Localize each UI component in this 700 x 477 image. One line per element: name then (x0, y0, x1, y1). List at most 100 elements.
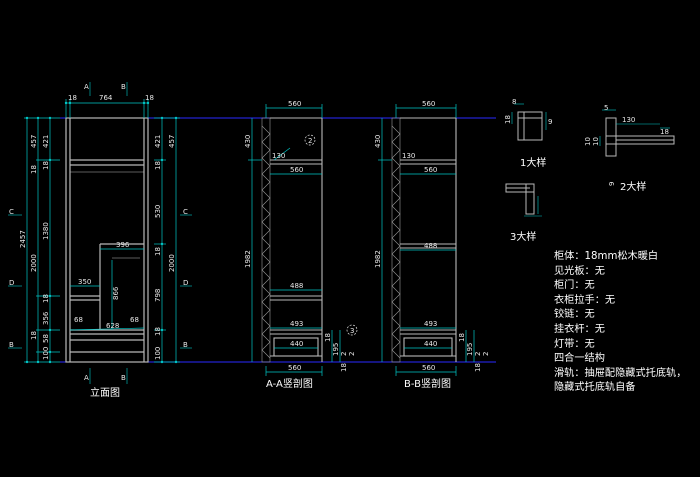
section-a-right-195: 195 (332, 343, 340, 356)
elev-inner-dim-68-right: 68 (130, 316, 139, 324)
elev-right-dim-798: 798 (154, 289, 162, 302)
elev-right-dim-2000: 2000 (168, 254, 176, 272)
section-a-bottom-dim: 560 (288, 364, 301, 372)
elev-left-dim-18a: 18 (42, 161, 50, 170)
section-a-top-dim: 560 (288, 100, 301, 108)
elev-left-dim-2457: 2457 (19, 230, 27, 248)
elev-right-dim-100: 100 (154, 347, 162, 360)
elevation-caption: 立面图 (90, 386, 120, 399)
elev-right-dim-18c: 18 (154, 327, 162, 336)
section-b-view: 560 130 560 488 493 440 560 430 1982 18 … (374, 100, 490, 390)
detail-1: 8 9 18 1大样 (504, 98, 552, 169)
section-a-dim-488: 488 (290, 282, 303, 290)
section-a-right-2b: 2 (348, 352, 356, 356)
elev-inner-dim-628: 628 (106, 322, 119, 330)
detail2-dim-5: 5 (604, 104, 608, 112)
section-b-caption: B-B竖剖图 (404, 377, 451, 390)
axis-mark-bottom-left: A (84, 374, 89, 382)
note-hinge: 铰链：无 (554, 309, 595, 321)
axis-mark-right-c: C (183, 208, 188, 216)
section-b-top-dim: 560 (422, 100, 435, 108)
elev-left-dim-421: 421 (42, 135, 50, 148)
elev-right-dim-18a: 18 (154, 161, 162, 170)
detail2-caption: 2大样 (620, 180, 646, 193)
detail1-dim-9: 9 (548, 118, 552, 126)
section-a-right-2a: 2 (340, 352, 348, 356)
section-a-callout-2: 2 (308, 137, 312, 145)
elev-top-dim-right: 18 (145, 94, 154, 102)
elevation-view: A B A B C D B C D B 18 764 18 396 350 62… (8, 82, 192, 399)
elev-right-dim-421: 421 (154, 135, 162, 148)
section-b-dim-130: 130 (402, 152, 415, 160)
axis-mark-left-d: D (9, 279, 14, 287)
detail2-dim-10b: 10 (592, 137, 600, 146)
elev-right-dim-18b: 18 (154, 247, 162, 256)
elev-left-dim-2000: 2000 (30, 254, 38, 272)
section-b-dim-560: 560 (424, 166, 437, 174)
note-light-strip: 灯带：无 (554, 338, 595, 350)
elev-left-dim-18c: 18 (30, 331, 38, 340)
note-slide-rail-cont: 隐藏式托底轨自备 (554, 382, 636, 394)
elev-left-dim-457: 457 (30, 135, 38, 148)
axis-mark-top-left: A (84, 83, 89, 91)
axis-mark-left-c: C (9, 208, 14, 216)
section-b-dim-488: 488 (424, 242, 437, 250)
section-b-right-195: 195 (466, 343, 474, 356)
axis-mark-left-b: B (9, 341, 14, 349)
detail-3: 3大样 (505, 183, 542, 243)
section-a-dim-493: 493 (290, 320, 303, 328)
section-b-right-2a: 2 (474, 352, 482, 356)
section-a-view: 560 130 560 488 493 440 560 2 3 430 1982… (244, 100, 358, 390)
elev-left-dim-356: 356 (42, 311, 50, 325)
section-a-left-dim-1982: 1982 (244, 250, 252, 268)
elev-right-dim-530: 530 (154, 205, 162, 218)
axis-mark-bottom-right: B (121, 374, 126, 382)
elev-left-dim-18d: 18 (30, 165, 38, 174)
elev-left-dim-1380: 1380 (42, 222, 50, 240)
elev-left-dim-18b: 18 (42, 294, 50, 303)
elev-inner-dim-68-left: 68 (74, 316, 83, 324)
detail3-caption: 3大样 (510, 230, 536, 243)
section-a-left-dim-430: 430 (244, 135, 252, 148)
elev-inner-dim-866: 866 (112, 286, 120, 300)
section-b-right-2b: 2 (482, 352, 490, 356)
detail2-dim-130: 130 (622, 116, 635, 124)
elev-top-dim-left: 18 (68, 94, 77, 102)
section-b-dim-440: 440 (424, 340, 437, 348)
detail2-dim-10a: 10 (584, 137, 592, 146)
detail1-dim-8: 8 (512, 98, 516, 106)
axis-mark-top-right: B (121, 83, 126, 91)
section-a-dim-560: 560 (290, 166, 303, 174)
note-cabinet-door: 柜门：无 (554, 280, 595, 292)
detail1-caption: 1大样 (520, 156, 546, 169)
elev-left-dim-100: 100 (42, 347, 50, 360)
section-a-caption: A-A竖剖图 (266, 377, 313, 390)
elev-left-dim-58: 58 (42, 334, 50, 343)
detail2-dim-18: 18 (660, 128, 669, 136)
axis-mark-right-d: D (183, 279, 188, 287)
section-a-right-18a: 18 (324, 333, 332, 342)
detail1-dim-18: 18 (504, 115, 512, 124)
section-a-dim-440: 440 (290, 340, 303, 348)
note-cabinet-body: 柜体：18mm松木暖白 (554, 251, 659, 262)
note-visible-panel: 见光板：无 (554, 265, 605, 277)
section-b-right-18b: 18 (474, 363, 482, 372)
elev-top-dim-width: 764 (99, 94, 113, 102)
elev-right-dim-457: 457 (168, 135, 176, 148)
section-b-left-dim-1982: 1982 (374, 250, 382, 268)
section-b-bottom-dim: 560 (422, 364, 435, 372)
elev-inner-dim-350: 350 (78, 278, 91, 286)
specification-notes: 柜体：18mm松木暖白 见光板：无 柜门：无 衣柜拉手：无 铰链：无 挂衣杆：无… (554, 250, 700, 396)
section-a-right-18b: 18 (340, 363, 348, 372)
section-b-dim-493: 493 (424, 320, 437, 328)
detail2-dim-9: 9 (608, 182, 616, 186)
note-structure: 四合一结构 (554, 353, 605, 365)
note-slide-rail: 滑轨：抽屉配隐藏式托底轨， (554, 367, 687, 379)
detail-2: 130 18 5 10 10 9 2大样 (584, 104, 675, 193)
section-b-left-dim-430: 430 (374, 135, 382, 148)
section-a-dim-130: 130 (272, 152, 285, 160)
note-hanging-rod: 挂衣杆：无 (554, 323, 605, 335)
section-b-right-18a: 18 (458, 333, 466, 342)
elev-inner-dim-396: 396 (116, 241, 130, 249)
